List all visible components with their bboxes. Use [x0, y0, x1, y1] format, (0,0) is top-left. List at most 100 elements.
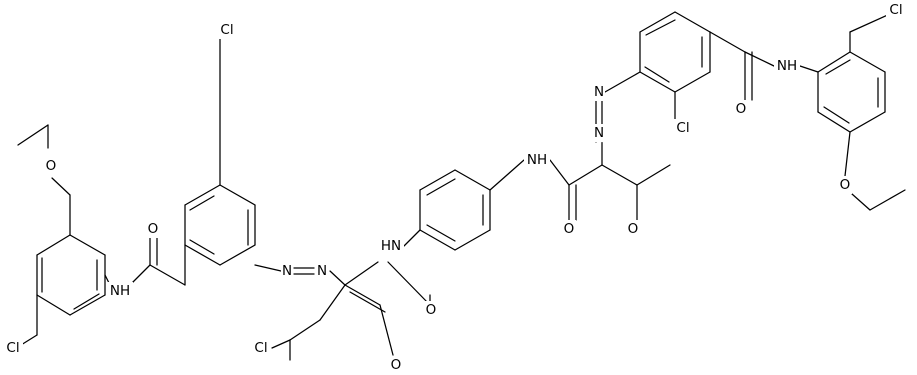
- bond-93: [844, 131, 851, 177]
- bond-6: [36, 294, 71, 316]
- bond-95: [869, 189, 906, 211]
- bond-84: [849, 111, 886, 133]
- svg-text:O: O: [628, 221, 639, 237]
- bond-45: [403, 229, 421, 247]
- bond-31: [254, 264, 282, 272]
- svg-text:N: N: [282, 263, 292, 279]
- bond-88: [823, 106, 850, 124]
- svg-text:O: O: [46, 158, 57, 174]
- atom-nh-center-left: HN: [378, 237, 404, 255]
- bond-37: [349, 291, 386, 313]
- bond-lines: [17, 11, 906, 361]
- svg-text:Cl: Cl: [6, 340, 19, 356]
- bond-36: [344, 261, 379, 286]
- bond-42: [271, 339, 291, 349]
- atom-nh-right-amide: NH: [774, 57, 800, 75]
- bond-55: [489, 159, 525, 191]
- atom-n-right-azo-1: N: [593, 83, 605, 101]
- atom-n-left-azo-2: N: [316, 262, 328, 280]
- atom-o-right-ethoxy: O: [838, 176, 852, 194]
- bond-19: [149, 264, 186, 286]
- svg-text:NH: NH: [777, 58, 797, 74]
- bond-38: [379, 304, 394, 356]
- svg-text:O: O: [736, 101, 747, 117]
- bond-68: [639, 11, 676, 33]
- bond-75: [645, 19, 676, 36]
- bond-50: [454, 229, 491, 251]
- atom-n-left-azo-1: N: [281, 262, 293, 280]
- svg-text:Cl: Cl: [889, 2, 902, 18]
- bond-52: [426, 178, 456, 196]
- bond-69: [674, 11, 711, 33]
- bond-14: [20, 334, 38, 346]
- bond-77: [709, 31, 746, 53]
- svg-text:O: O: [426, 302, 437, 318]
- atom-o-left-amide2: O: [424, 301, 438, 319]
- bond-90: [825, 59, 851, 75]
- atom-o-right-amide: O: [734, 100, 748, 118]
- bond-0: [17, 124, 49, 146]
- bond-16: [129, 264, 151, 286]
- atom-nh-left-amide: NH: [107, 282, 133, 300]
- atom-cl-chloroalkyl: Cl: [251, 339, 271, 357]
- bond-56: [549, 159, 570, 186]
- bond-87: [817, 51, 851, 73]
- bond-71: [674, 71, 711, 93]
- bond-20: [184, 244, 221, 266]
- bond-92: [849, 13, 891, 33]
- bond-48: [454, 169, 491, 191]
- bond-12: [73, 293, 100, 310]
- bond-35: [344, 284, 381, 306]
- bond-28: [189, 195, 215, 211]
- atom-labels: Cl Cl Cl Cl Cl O O O O O O O O NH HN NH …: [3, 1, 906, 374]
- atom-o-left-amide: O: [146, 220, 160, 238]
- bond-9: [69, 234, 106, 256]
- bond-7: [69, 294, 106, 316]
- bond-26: [189, 239, 215, 255]
- svg-text:O: O: [391, 357, 402, 373]
- bond-23: [219, 184, 256, 206]
- svg-text:NH: NH: [110, 283, 130, 299]
- bond-54: [426, 224, 456, 242]
- bond-81: [799, 65, 819, 73]
- bond-4: [36, 234, 71, 256]
- atom-cl-right-chloromethyl: Cl: [886, 1, 906, 19]
- svg-text:HN: HN: [381, 238, 401, 254]
- svg-text:O: O: [840, 177, 851, 193]
- bond-86: [849, 51, 886, 73]
- svg-text:N: N: [317, 263, 327, 279]
- bond-80: [744, 51, 775, 67]
- bond-2: [51, 177, 71, 196]
- atom-cl-left-aryl: Cl: [217, 21, 237, 39]
- atom-o-right-amide2: O: [562, 220, 576, 238]
- bond-72: [639, 71, 676, 93]
- atom-cl-left-chloromethyl: Cl: [3, 339, 23, 357]
- svg-text:Cl: Cl: [676, 120, 689, 136]
- atom-o-right-ketone: O: [626, 220, 640, 238]
- svg-text:N: N: [594, 125, 604, 141]
- bond-59: [568, 164, 603, 186]
- bond-51: [419, 229, 456, 251]
- bond-43: [387, 261, 431, 306]
- bond-24: [184, 184, 221, 206]
- bond-66: [604, 71, 641, 93]
- atom-o-left-ethoxy: O: [44, 157, 58, 175]
- svg-text:Cl: Cl: [254, 340, 267, 356]
- atom-o-left-ketone: O: [389, 356, 403, 374]
- atom-nh-center-right: NH: [524, 151, 550, 169]
- svg-text:NH: NH: [527, 152, 547, 168]
- bond-62: [636, 164, 671, 186]
- atom-cl-right-aryl: Cl: [673, 119, 693, 137]
- bond-47: [419, 169, 456, 191]
- bond-94: [851, 193, 871, 211]
- bond-34: [329, 270, 346, 286]
- bond-83: [817, 111, 851, 133]
- bond-60: [601, 164, 638, 186]
- bond-21: [219, 244, 256, 266]
- bond-39: [319, 284, 346, 321]
- svg-text:Cl: Cl: [220, 22, 233, 38]
- svg-text:O: O: [148, 221, 159, 237]
- bond-73: [644, 66, 670, 83]
- atom-n-right-azo-2: N: [593, 124, 605, 142]
